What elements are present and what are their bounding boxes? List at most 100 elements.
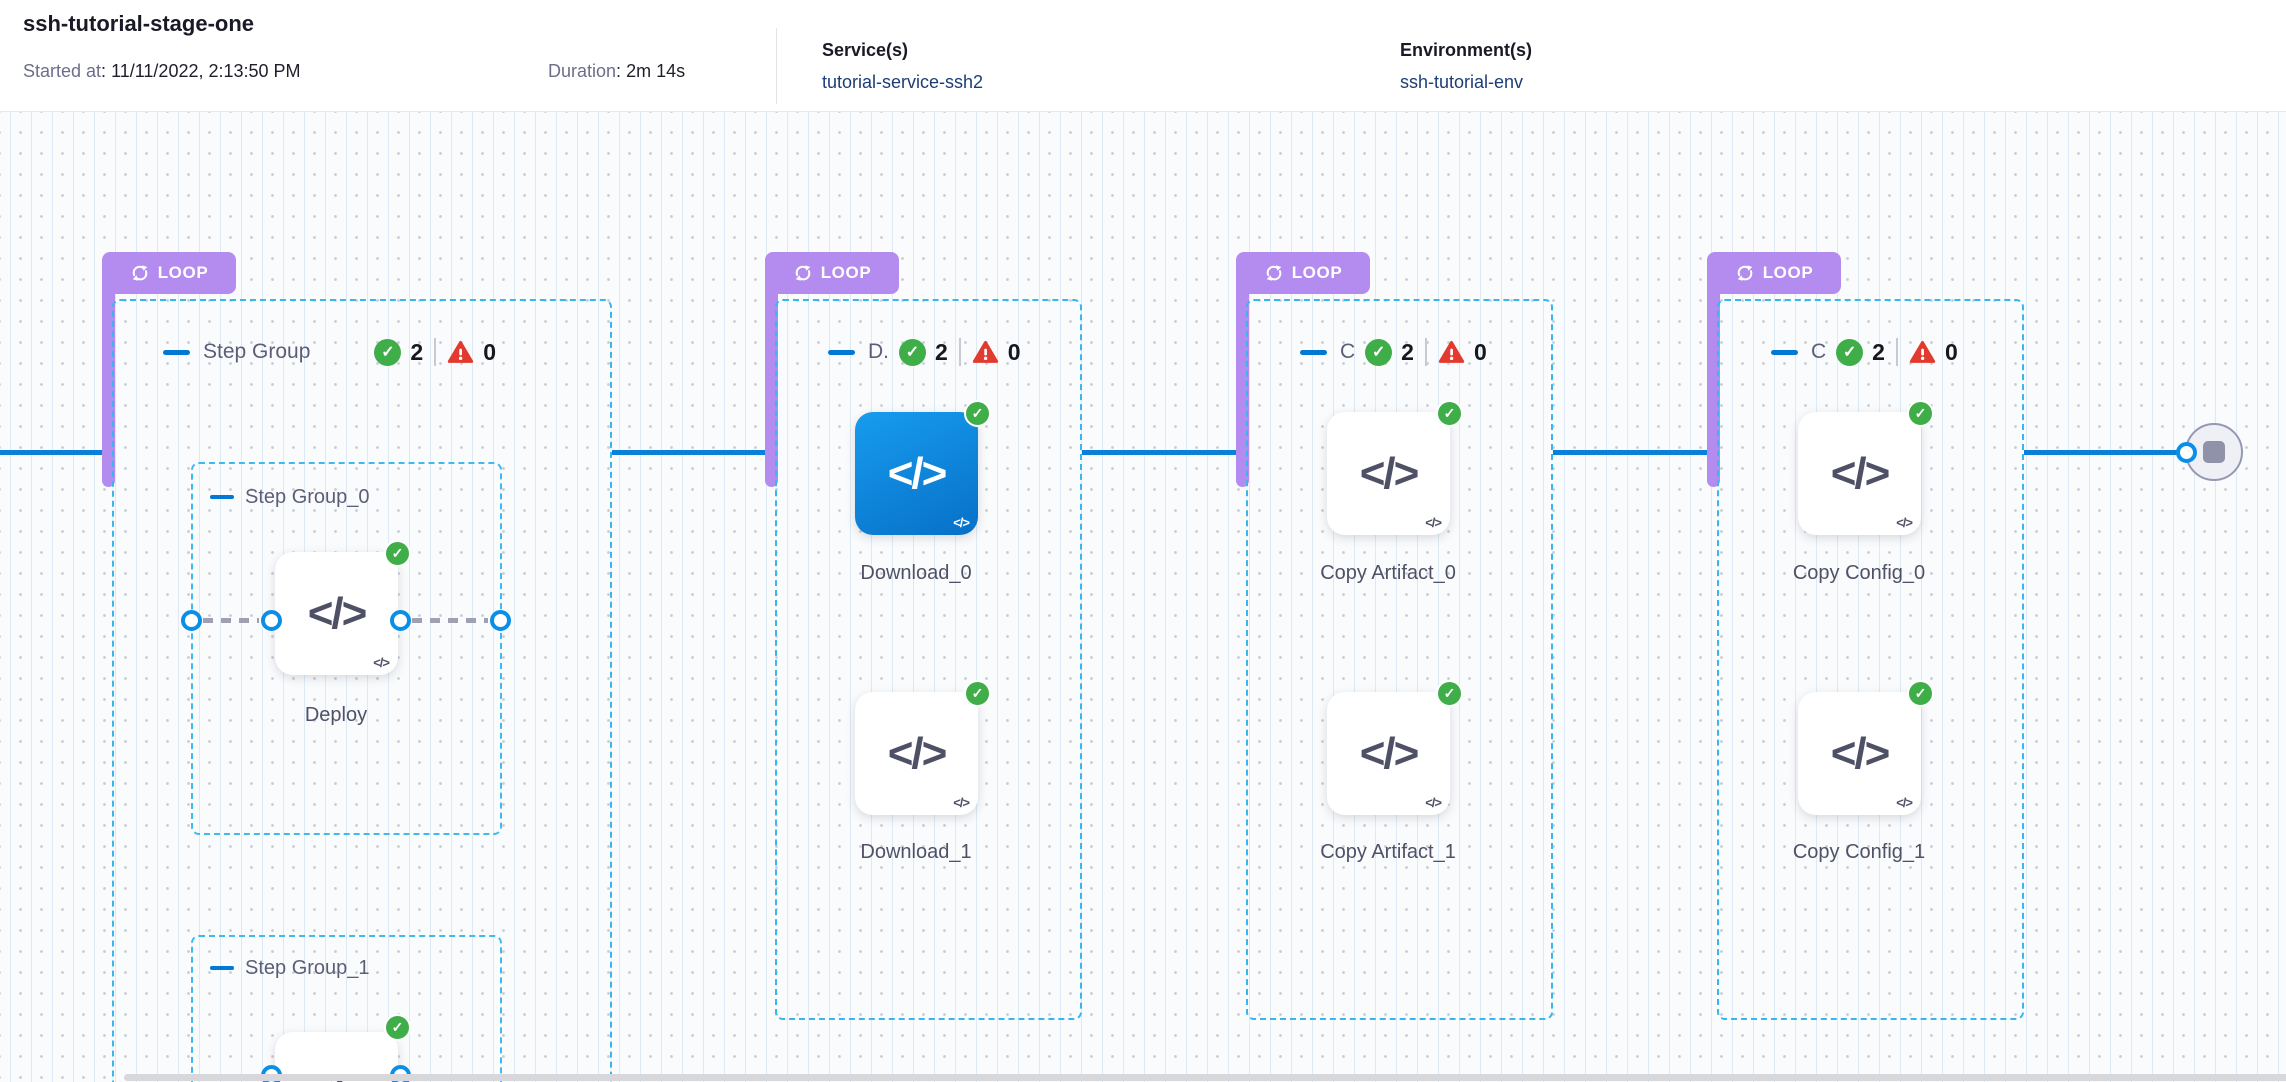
step-card[interactable]: </> [275, 1032, 398, 1082]
step-card-copy-artifact-1[interactable]: </> </> [1327, 692, 1450, 815]
step-group-name: Step Group_0 [245, 485, 370, 508]
success-check-icon: ✓ [1907, 400, 1934, 427]
code-icon: </> [1830, 448, 1891, 498]
collapse-minus-icon[interactable] [828, 349, 855, 355]
environment-link[interactable]: ssh-tutorial-env [1400, 72, 1524, 92]
duration-label: Duration [548, 61, 617, 81]
code-icon: </> [887, 448, 948, 498]
step-card-copy-config-1[interactable]: </> </> [1798, 692, 1921, 815]
success-count: 2 [410, 338, 424, 365]
code-icon: </> [1359, 728, 1420, 778]
loop-icon [1266, 265, 1282, 281]
collapse-minus-icon[interactable] [163, 349, 190, 355]
stage-header: ssh-tutorial-stage-one Started at: 11/11… [0, 0, 2286, 112]
success-check-icon: ✓ [964, 400, 991, 427]
status-badges: ✓ 2 0 [374, 338, 496, 366]
stop-icon [2203, 441, 2225, 463]
collapse-minus-icon[interactable] [1300, 349, 1327, 355]
collapse-minus-icon[interactable] [210, 966, 234, 970]
warning-triangle-icon [1909, 340, 1936, 363]
badge-divider [958, 338, 961, 366]
group-name: D. [868, 340, 889, 363]
failed-count: 0 [1944, 338, 1958, 365]
loop-badge-label: LOOP [157, 263, 209, 282]
collapse-minus-icon[interactable] [210, 495, 234, 499]
duration: Duration: 2m 14s [548, 61, 686, 81]
started-at-value: 11/11/2022, 2:13:50 PM [111, 61, 301, 81]
group-header: C ✓ 2 0 [1300, 336, 1487, 368]
loop-icon [795, 265, 811, 281]
success-count: 2 [935, 338, 948, 365]
loop-strip [1236, 272, 1249, 487]
step-label: Copy Artifact_0 [1320, 562, 1456, 584]
execution-graph-canvas[interactable]: LOOP Step Group ✓ 2 0 Step Group_0 [0, 112, 2286, 1082]
step-card-download-0[interactable]: </> </> [855, 412, 978, 535]
step-card-deploy[interactable]: </> </> [275, 552, 398, 675]
warning-triangle-icon [1438, 340, 1465, 363]
stage-title: ssh-tutorial-stage-one [23, 11, 255, 36]
code-mini-icon: </> [1425, 795, 1442, 810]
edge-segment [1553, 450, 1707, 455]
edge-dashed [203, 618, 259, 623]
success-check-icon: ✓ [374, 338, 402, 366]
loop-badge-label: LOOP [820, 263, 872, 282]
loop-strip [102, 272, 115, 487]
group-name: C [1340, 340, 1356, 363]
success-check-icon: ✓ [899, 338, 926, 366]
started-at: Started at: 11/11/2022, 2:13:50 PM [23, 61, 301, 81]
code-icon: </> [307, 588, 368, 638]
code-mini-icon: </> [373, 655, 390, 670]
loop-badge: LOOP [765, 252, 899, 294]
step-card-copy-artifact-0[interactable]: </> </> [1327, 412, 1450, 535]
loop-badge: LOOP [102, 252, 236, 294]
success-check-icon: ✓ [1436, 680, 1463, 707]
step-group-header: Step Group_1 [210, 955, 370, 981]
connector-port [181, 610, 202, 631]
started-at-label: Started at [23, 61, 102, 81]
loop-badge: LOOP [1707, 252, 1841, 294]
edge-segment [612, 450, 765, 455]
loop-group-box [112, 299, 612, 1082]
code-icon: </> [887, 728, 948, 778]
step-label: Download_0 [860, 562, 972, 584]
success-check-icon: ✓ [384, 540, 411, 567]
connector-port [390, 610, 411, 631]
success-check-icon: ✓ [1836, 338, 1864, 366]
failed-count: 0 [1473, 338, 1487, 365]
code-mini-icon: </> [953, 795, 970, 810]
loop-strip [1707, 272, 1720, 487]
step-group-box [191, 462, 502, 835]
step-group-name: Step Group_1 [245, 956, 370, 979]
status-badges: ✓ 2 0 [1365, 338, 1487, 366]
success-check-icon: ✓ [1365, 338, 1393, 366]
service-link[interactable]: tutorial-service-ssh2 [822, 72, 984, 92]
loop-icon [1737, 265, 1753, 281]
edge-dashed [412, 618, 488, 623]
badge-divider [434, 338, 437, 366]
code-icon: </> [1830, 728, 1891, 778]
step-card-download-1[interactable]: </> </> [855, 692, 978, 815]
success-check-icon: ✓ [964, 680, 991, 707]
services-label: Service(s) [822, 40, 909, 60]
success-check-icon: ✓ [1907, 680, 1934, 707]
horizontal-scrollbar[interactable] [124, 1074, 2286, 1081]
status-badges: ✓ 2 0 [899, 338, 1021, 366]
loop-group-box [775, 299, 1082, 1020]
success-check-icon: ✓ [384, 1014, 411, 1041]
badge-divider [1424, 338, 1427, 366]
loop-badge: LOOP [1236, 252, 1370, 294]
step-group-header: Step Group_0 [210, 484, 370, 510]
loop-group-box [1717, 299, 2024, 1020]
connector-port [490, 610, 511, 631]
success-check-icon: ✓ [1436, 400, 1463, 427]
badge-divider [1895, 338, 1898, 366]
group-header: Step Group ✓ 2 0 [163, 336, 496, 368]
success-count: 2 [1401, 338, 1414, 365]
loop-group-box [1246, 299, 1553, 1020]
code-icon: </> [1359, 448, 1420, 498]
collapse-minus-icon[interactable] [1771, 349, 1798, 355]
code-mini-icon: </> [953, 515, 970, 530]
success-count: 2 [1872, 338, 1885, 365]
step-card-copy-config-0[interactable]: </> </> [1798, 412, 1921, 535]
step-label: Download_1 [860, 841, 972, 863]
